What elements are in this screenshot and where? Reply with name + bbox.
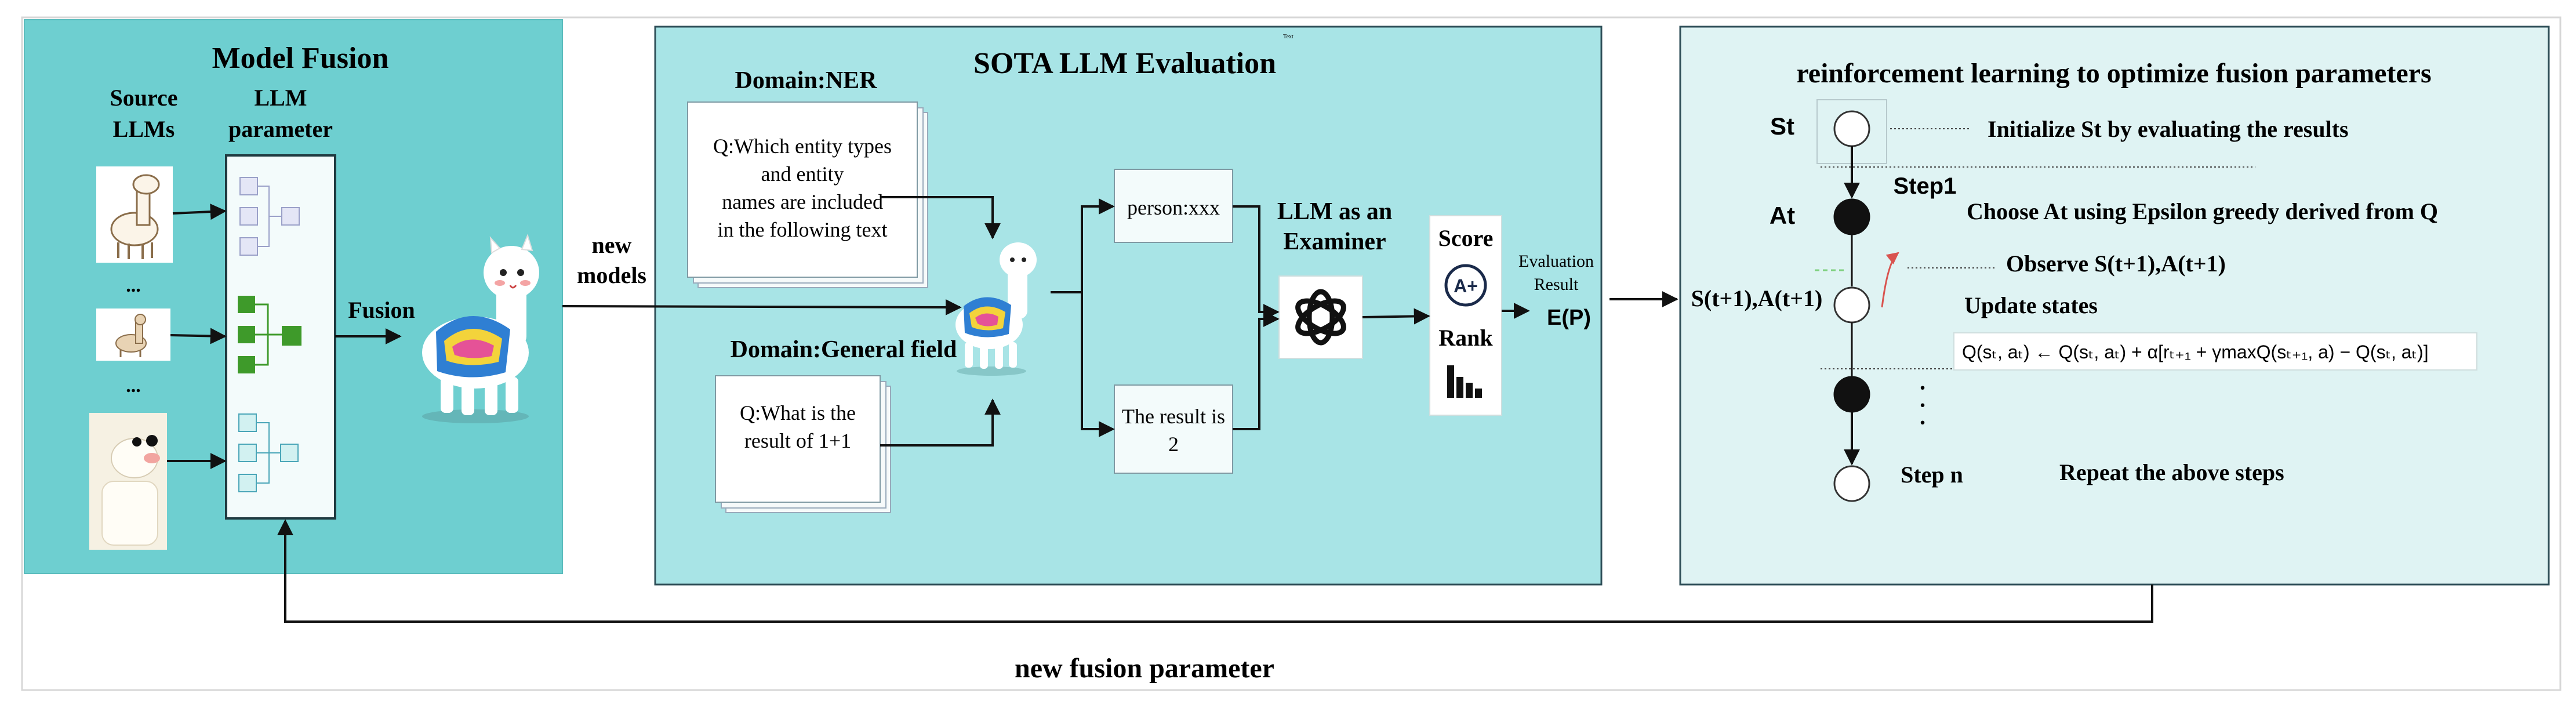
score-rank-card: Score A+ Rank	[1429, 215, 1502, 416]
repeat-text: Repeat the above steps	[2059, 459, 2284, 485]
outer-frame	[21, 16, 2562, 691]
domain-general-label: Domain:General field	[731, 336, 957, 363]
alpaca-sketch-icon	[96, 166, 173, 263]
new-models-label-line1: new	[592, 232, 632, 258]
general-question-line1: Q:What is the	[740, 401, 856, 424]
parameter-group-2	[238, 296, 301, 373]
update-feedback-arrow	[1881, 252, 1899, 308]
q-formula: Q(sₜ, aₜ) ← Q(sₜ, aₜ) + α[rₜ₊₁ + γmaxQ(s…	[1962, 342, 2429, 362]
grade-text: A+	[1454, 275, 1478, 296]
vdots-2: ·	[1919, 392, 1926, 418]
at-node	[1833, 198, 1870, 235]
examiner-label-line2: Examiner	[1283, 228, 1386, 255]
ner-question-line1: Q:Which entity types	[713, 135, 892, 158]
domain-ner-label: Domain:NER	[735, 67, 877, 94]
next-action-node	[1833, 376, 1870, 413]
st-node	[1833, 110, 1870, 147]
ner-question-line4: in the following text	[718, 218, 888, 241]
step1-label: Step1	[1894, 173, 1957, 199]
general-question-card: Q:What is the result of 1+1	[715, 375, 891, 513]
score-label: Score	[1438, 225, 1494, 251]
tiny-note: Text	[1283, 34, 1294, 40]
vdots-3: ·	[1919, 409, 1926, 435]
fusion-title: Model Fusion	[212, 42, 389, 75]
general-question-line2: result of 1+1	[744, 429, 851, 452]
next-state-node	[1833, 286, 1870, 324]
arrow-new-models	[562, 299, 962, 315]
rank-label: Rank	[1438, 325, 1493, 351]
arrow-alpaca-to-ner-result	[1051, 198, 1115, 293]
grade-badge-icon: A+	[1444, 264, 1487, 307]
update-text: Update states	[1964, 292, 2098, 318]
source-llms-label-line2: LLMs	[113, 116, 175, 142]
at-label: At	[1770, 202, 1795, 229]
arrow-new-fusion-parameter	[277, 519, 2153, 623]
arrow-ner-to-alpaca	[881, 196, 1001, 239]
llm-parameter-label-line2: parameter	[228, 116, 333, 142]
openai-logo-icon	[1278, 275, 1363, 359]
ellipsis-2: ...	[126, 375, 141, 397]
vdots-1: ·	[1919, 375, 1926, 401]
evaluation-result-line1: Evaluation	[1518, 252, 1594, 271]
result-box-ner	[1114, 169, 1233, 243]
arrow-examiner-to-score	[1362, 308, 1430, 325]
alpaca-face-icon	[89, 413, 167, 550]
llm-parameter-box	[225, 154, 336, 520]
result-box-general	[1114, 384, 1233, 474]
ellipsis-1: ...	[126, 275, 141, 296]
st-label: St	[1770, 112, 1794, 140]
bar-chart-icon	[1447, 365, 1482, 398]
alpaca-mascot-icon	[422, 234, 539, 423]
result-general-line1: The result is	[1122, 405, 1225, 428]
examiner-label-line1: LLM as an	[1277, 198, 1392, 225]
ep-label: E(P)	[1547, 306, 1591, 330]
new-models-label-line2: models	[577, 262, 646, 288]
parameter-group-3	[238, 413, 299, 492]
evaluation-title: SOTA LLM Evaluation	[973, 47, 1276, 80]
rl-panel: reinforcement learning to optimize fusio…	[1679, 26, 2550, 586]
state-action-label: S(t+1),A(t+1)	[1691, 285, 1823, 311]
q-formula-box	[1953, 332, 2477, 371]
evaluation-panel: SOTA LLM Evaluation Text Domain:NER Q:Wh…	[654, 26, 1603, 586]
alpaca-small-icon	[96, 308, 170, 361]
arrow-source1-to-param	[172, 204, 227, 220]
ner-question-line3: names are included	[722, 190, 883, 213]
rl-title: reinforcement learning to optimize fusio…	[1796, 58, 2431, 89]
source-llms-label-line1: Source	[110, 85, 177, 111]
choose-text: Choose At using Epsilon greedy derived f…	[1967, 198, 2438, 224]
evaluation-result-line2: Result	[1534, 275, 1579, 294]
step-n-label: Step n	[1901, 462, 1963, 488]
arrow-general-to-alpaca	[880, 398, 1001, 447]
arrow-source2-to-param	[170, 328, 227, 344]
model-fusion-panel: Model Fusion Source LLMs LLM parameter .…	[24, 19, 563, 574]
fusion-label: Fusion	[348, 297, 415, 323]
new-fusion-parameter-label: new fusion parameter	[1015, 653, 1274, 684]
alpaca-evaluator-icon	[955, 242, 1037, 376]
arrow-general-result-to-examiner	[1233, 311, 1280, 430]
llm-parameter-label-line1: LLM	[254, 85, 307, 111]
observe-text: Observe S(t+1),A(t+1)	[2006, 251, 2226, 277]
result-general-line2: 2	[1168, 433, 1179, 456]
result-ner-text: person:xxx	[1127, 196, 1220, 219]
ner-question-line2: and entity	[761, 162, 844, 186]
step-n-node	[1833, 465, 1870, 502]
ner-question-card: Q:Which entity types and entity names ar…	[687, 101, 928, 288]
arrow-alpaca-to-general-result	[1081, 292, 1115, 437]
init-text: Initialize St by evaluating the results	[1988, 116, 2349, 142]
parameter-group-1	[239, 177, 300, 256]
